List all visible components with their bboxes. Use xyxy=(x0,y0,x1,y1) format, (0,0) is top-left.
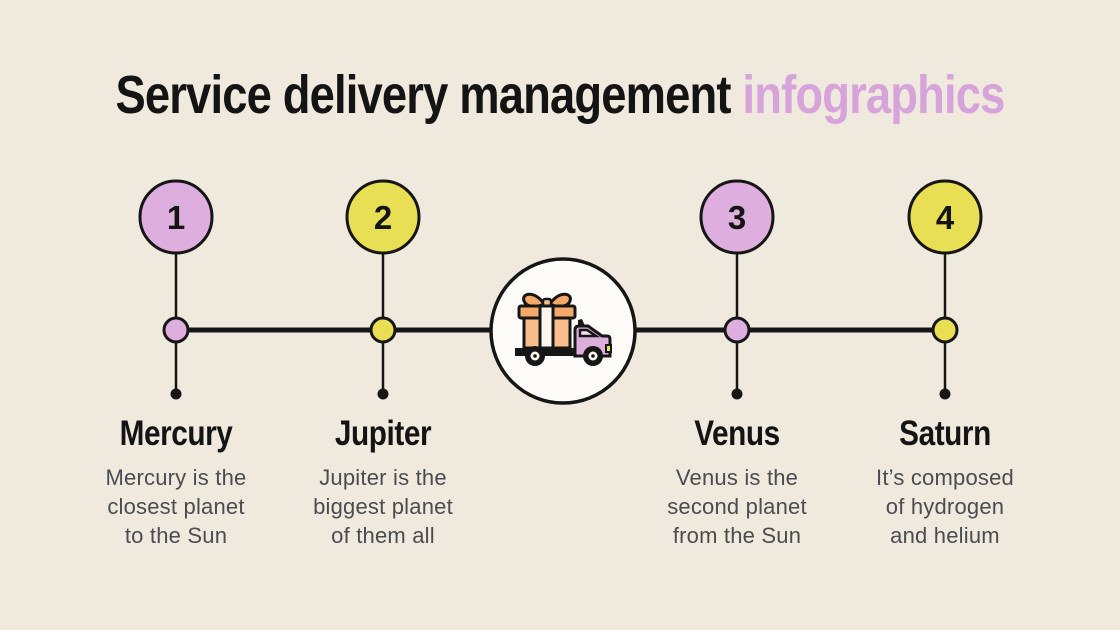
timeline-node-4: 4 xyxy=(907,179,983,400)
node-end-dot xyxy=(170,388,182,400)
item-description: Venus is the second planet from the Sun xyxy=(667,465,807,548)
timeline-item-venus: Venus Venus is the second planet from th… xyxy=(617,414,857,550)
step-number-circle xyxy=(138,179,214,255)
step-number: 1 xyxy=(167,199,185,236)
center-badge xyxy=(489,257,637,405)
node-end-dot xyxy=(731,388,743,400)
truck-wheel-rear xyxy=(525,346,545,366)
item-description: It’s composed of hydrogen and helium xyxy=(876,465,1014,548)
timeline-item-jupiter: Jupiter Jupiter is the biggest planet of… xyxy=(263,414,503,550)
step-number: 2 xyxy=(374,199,392,236)
timeline-node-2: 2 xyxy=(345,179,421,400)
timeline-node-1: 1 xyxy=(138,179,214,400)
delivery-truck-gift-icon xyxy=(515,292,612,366)
truck-roof-deflector xyxy=(578,319,585,326)
step-number: 4 xyxy=(936,199,955,236)
timeline-marker-dot xyxy=(723,316,751,344)
step-number-circle xyxy=(699,179,775,255)
step-number-circle xyxy=(345,179,421,255)
item-title: Saturn xyxy=(899,414,991,453)
step-number: 3 xyxy=(728,199,746,236)
page-title: Service delivery management infographics xyxy=(90,64,1031,126)
timeline-item-mercury: Mercury Mercury is the closest planet to… xyxy=(56,414,296,550)
title-main-text: Service delivery management xyxy=(115,65,731,125)
timeline-item-saturn: Saturn It’s composed of hydrogen and hel… xyxy=(825,414,1065,550)
item-description: Jupiter is the biggest planet of them al… xyxy=(313,465,453,548)
gift-ribbon xyxy=(538,304,555,350)
timeline-node-3: 3 xyxy=(699,179,775,400)
step-number-circle xyxy=(907,179,983,255)
truck-window xyxy=(578,328,601,338)
truck-flatbed xyxy=(515,348,583,356)
truck-headlight xyxy=(605,344,612,353)
timeline-marker-dot xyxy=(931,316,959,344)
node-end-dot xyxy=(939,388,951,400)
timeline-marker-dot xyxy=(369,316,397,344)
title-accent-text: infographics xyxy=(742,65,1005,125)
truck-wheel-front xyxy=(583,346,603,366)
item-title: Jupiter xyxy=(334,414,432,453)
item-title: Venus xyxy=(694,414,780,453)
node-end-dot xyxy=(377,388,389,400)
item-description: Mercury is the closest planet to the Sun xyxy=(105,465,247,548)
timeline-marker-dot xyxy=(162,316,190,344)
item-title: Mercury xyxy=(119,414,233,453)
